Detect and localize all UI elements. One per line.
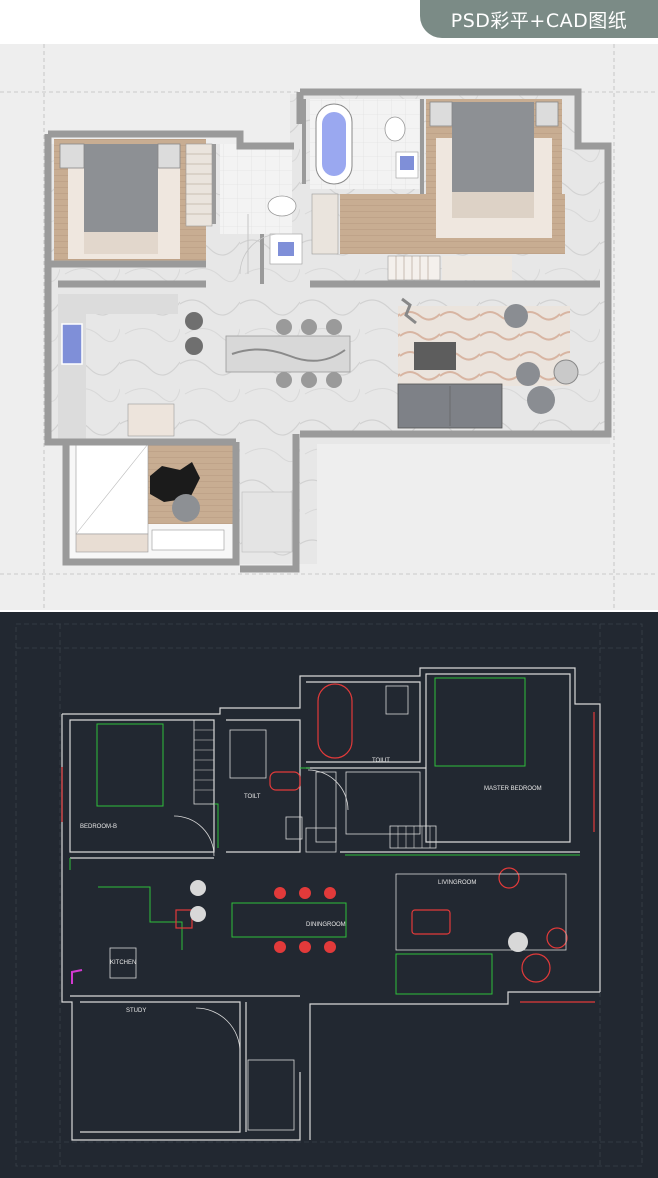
room-label-dining-room: DININGROOM (306, 922, 346, 928)
cad-floor-plan: BEDROOM-B TOILT TOIUT MASTER BEDROOM LIV… (0, 612, 658, 1178)
room-label-master-bedroom: MASTER BEDROOM (484, 786, 542, 792)
room-label-bedroom-b: BEDROOM-B (80, 824, 117, 830)
color-floor-plan (0, 44, 658, 610)
room-label-study: STUDY (126, 1008, 146, 1014)
header-badge: PSD彩平+CAD图纸 (420, 0, 658, 38)
room-label-toilet-1: TOILT (244, 794, 261, 800)
room-label-toilet-2: TOIUT (372, 758, 390, 764)
room-label-kitchen: KITCHEN (110, 960, 136, 966)
room-label-living-room: LIVINGROOM (438, 880, 476, 886)
